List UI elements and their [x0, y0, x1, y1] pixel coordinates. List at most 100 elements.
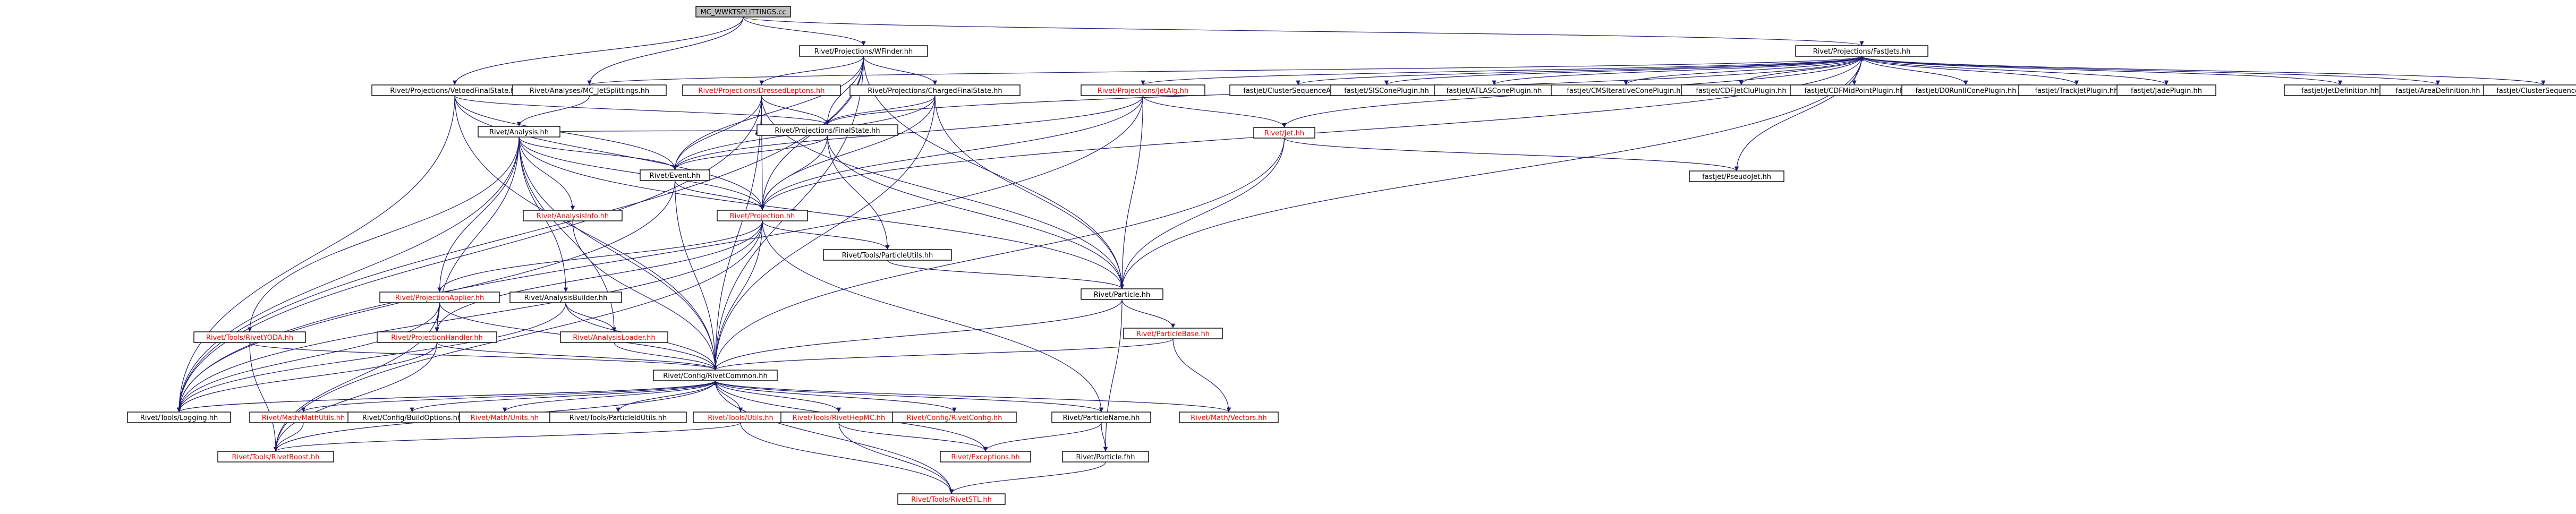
node-box — [509, 292, 622, 303]
node-label: Rivet/Tools/RivetBoost.hh — [232, 453, 320, 461]
node-label: fastjet/D0RunIIConePlugin.hh — [1915, 87, 2016, 95]
node-jetdef[interactable]: fastjet/JetDefinition.hh — [2284, 84, 2396, 96]
node-box — [379, 292, 500, 303]
edge-jetalg-to-jet — [1142, 95, 1287, 128]
node-toolsutils[interactable]: Rivet/Tools/Utils.hh — [693, 412, 788, 423]
node-event[interactable]: Rivet/Event.hh — [640, 169, 710, 181]
edge-projection-to-rivetboost — [273, 220, 763, 452]
node-label: fastjet/JetDefinition.hh — [2301, 87, 2379, 95]
node-d0runii[interactable]: fastjet/D0RunIIConePlugin.hh — [1901, 84, 2030, 96]
edge-analysisbuilder-to-logging — [176, 302, 566, 413]
node-root[interactable]: MC_WWKTSPLITTINGS.cc — [695, 6, 791, 18]
node-finalstate[interactable]: Rivet/Projections/FinalState.hh — [756, 124, 898, 136]
node-box — [1795, 45, 1928, 57]
edge-projection-to-particlename — [762, 220, 1104, 413]
node-box — [823, 249, 952, 261]
node-vetoedfs[interactable]: Rivet/Projections/VetoedFinalState.hh — [371, 84, 538, 96]
node-rivetyoda[interactable]: Rivet/Tools/RivetYODA.hh — [193, 331, 306, 343]
edge-event-to-rivetcommon — [674, 180, 718, 371]
edge-fastjets-to-clusterseq — [1861, 56, 2546, 85]
node-clusterseq[interactable]: fastjet/ClusterSequence.hh — [2483, 84, 2576, 96]
edge-rivetcommon-to-buildoptions — [410, 380, 716, 413]
node-analysisloader[interactable]: Rivet/AnalysisLoader.hh — [560, 331, 668, 343]
edge-particleutils-to-particle — [887, 260, 1125, 289]
edge-finalstate-to-particle — [827, 135, 1125, 289]
node-pseudojet[interactable]: fastjet/PseudoJet.hh — [1689, 170, 1784, 182]
node-chargedfs[interactable]: Rivet/Projections/ChargedFinalState.hh — [849, 84, 1021, 96]
node-exceptions[interactable]: Rivet/Exceptions.hh — [940, 451, 1031, 462]
node-label: Rivet/ParticleName.hh — [1063, 414, 1140, 422]
node-label: fastjet/ClusterSequenceArea.hh — [1243, 87, 1353, 95]
node-box — [849, 84, 1021, 96]
node-particleutils[interactable]: Rivet/Tools/ParticleUtils.hh — [823, 249, 952, 261]
edge-analysisbuilder-to-analysisloader — [565, 302, 617, 332]
node-dressedlep[interactable]: Rivet/Projections/DressedLeptons.hh — [682, 84, 841, 96]
node-projapplier[interactable]: Rivet/ProjectionApplier.hh — [379, 292, 500, 303]
node-mathvectors[interactable]: Rivet/Math/Vectors.hh — [1179, 412, 1279, 423]
node-label: fastjet/CMSIterativeConePlugin.hh — [1567, 87, 1685, 95]
node-cdfmidpoint[interactable]: fastjet/CDFMidPointPlugin.hh — [1790, 84, 1919, 96]
node-mathutils[interactable]: Rivet/Math/MathUtils.hh — [249, 412, 358, 423]
node-box — [217, 451, 334, 462]
node-label: MC_WWKTSPLITTINGS.cc — [700, 8, 786, 16]
edge-dressedlep-to-logging — [176, 95, 762, 413]
node-fastjets[interactable]: Rivet/Projections/FastJets.hh — [1795, 45, 1928, 57]
edge-logging-to-rivetcommon — [178, 380, 718, 413]
edge-fastjets-to-cmsitcone — [1623, 56, 1863, 85]
node-label: Rivet/Particle.hh — [1094, 291, 1150, 299]
node-label: Rivet/Event.hh — [650, 172, 701, 180]
node-rivethepmc[interactable]: Rivet/Tools/RivetHepMC.hh — [780, 412, 897, 423]
node-siscone[interactable]: fastjet/SISConePlugin.hh — [1330, 84, 1443, 96]
node-label: Rivet/Particle.fhh — [1076, 453, 1135, 461]
node-box — [940, 451, 1031, 462]
node-logging[interactable]: Rivet/Tools/Logging.hh — [127, 412, 231, 423]
node-label: Rivet/Exceptions.hh — [951, 453, 1019, 461]
edge-jetalg-to-projection — [760, 95, 1144, 211]
node-analysisinfo[interactable]: Rivet/AnalysisInfo.hh — [523, 210, 623, 221]
edge-wfinder-to-finalstate — [825, 56, 864, 125]
node-label: Rivet/Tools/RivetSTL.hh — [911, 496, 992, 504]
node-label: Rivet/Projections/VetoedFinalState.hh — [390, 87, 519, 95]
node-particle[interactable]: Rivet/Particle.hh — [1081, 288, 1163, 300]
node-cdfjetclu[interactable]: fastjet/CDFJetCluPlugin.hh — [1681, 84, 1801, 96]
edge-analysis-to-event — [518, 136, 677, 170]
edge-dressedlep-to-event — [673, 95, 762, 170]
node-areadef[interactable]: fastjet/AreaDefinition.hh — [2379, 84, 2496, 96]
node-label: Rivet/Math/MathUtils.hh — [262, 414, 345, 422]
node-label: Rivet/Projections/WFinder.hh — [814, 48, 913, 56]
node-mcjetsplit[interactable]: Rivet/Analyses/MC_JetSplittings.hh — [512, 84, 667, 96]
node-box — [127, 412, 231, 423]
node-label: fastjet/CDFJetCluPlugin.hh — [1696, 87, 1786, 95]
node-projhandler[interactable]: Rivet/ProjectionHandler.hh — [377, 331, 497, 343]
node-rivetcommon[interactable]: Rivet/Config/RivetCommon.hh — [653, 370, 778, 381]
node-particlename[interactable]: Rivet/ParticleName.hh — [1051, 412, 1151, 423]
node-analysisbuilder[interactable]: Rivet/AnalysisBuilder.hh — [509, 292, 622, 303]
node-buildoptions[interactable]: Rivet/Config/BuildOptions.hh — [347, 412, 477, 423]
node-mathunits[interactable]: Rivet/Math/Units.hh — [459, 412, 550, 423]
node-projection[interactable]: Rivet/Projection.hh — [717, 210, 808, 221]
node-jetalg[interactable]: Rivet/Projections/JetAlg.hh — [1081, 84, 1205, 96]
node-analysis[interactable]: Rivet/Analysis.hh — [478, 126, 560, 138]
node-label: Rivet/ParticleBase.hh — [1136, 330, 1210, 338]
node-box — [799, 45, 928, 57]
node-particleidutils[interactable]: Rivet/Tools/ParticleIdUtils.hh — [549, 412, 687, 423]
edge-fastjets-to-atlascone — [1492, 56, 1863, 85]
node-jet[interactable]: Rivet/Jet.hh — [1253, 127, 1315, 139]
node-rivetstl[interactable]: Rivet/Tools/RivetSTL.hh — [897, 493, 1006, 505]
edge-analysis-to-projapplier — [437, 136, 520, 293]
node-atlascone[interactable]: fastjet/ATLASConePlugin.hh — [1434, 84, 1554, 96]
edge-root-to-wfinder — [743, 16, 866, 46]
node-particlebase[interactable]: Rivet/ParticleBase.hh — [1123, 328, 1223, 339]
node-rivetconfig[interactable]: Rivet/Config/RivetConfig.hh — [892, 412, 1017, 423]
edge-analysis-to-logging — [176, 136, 520, 413]
edge-particlename-to-particlefwd — [1101, 422, 1108, 452]
edge-finalstate-to-projection — [760, 135, 828, 211]
edge-root-to-fastjets — [743, 16, 1864, 46]
edge-particlename-to-exceptions — [983, 422, 1102, 452]
node-jade[interactable]: fastjet/JadePlugin.hh — [2116, 84, 2216, 96]
node-particlefwd[interactable]: Rivet/Particle.fhh — [1062, 451, 1149, 462]
node-cmsitcone[interactable]: fastjet/CMSIterativeConePlugin.hh — [1551, 84, 1701, 96]
node-rivetboost[interactable]: Rivet/Tools/RivetBoost.hh — [217, 451, 334, 462]
node-wfinder[interactable]: Rivet/Projections/WFinder.hh — [799, 45, 928, 57]
edge-finalstate-to-particleutils — [827, 135, 890, 250]
